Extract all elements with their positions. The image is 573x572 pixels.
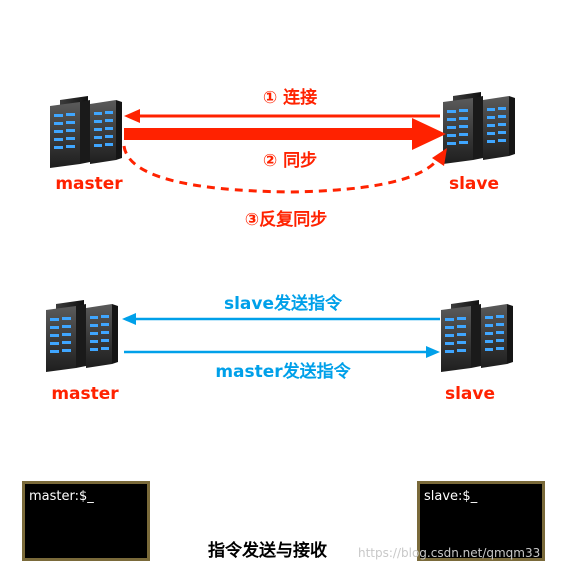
slave-label-top: slave [449,174,499,194]
master-terminal: master:$_ [22,481,150,561]
repeat-sync-arrow-curve [122,145,442,194]
sync-arrowhead [412,118,446,150]
slave-server-icon [443,92,515,164]
master-server-icon-2 [46,300,118,372]
sync-label: ② 同步 [263,150,317,171]
master-label-middle: master [51,384,119,404]
slave-command-label: slave发送指令 [224,293,343,314]
repeat-sync-label: ③反复同步 [245,209,327,230]
connect-arrowhead [124,109,140,123]
slave-command-arrowhead [122,313,136,325]
slave-terminal-prompt: slave:$_ [424,489,478,504]
send-receive-caption: 指令发送与接收 [208,541,327,561]
watermark: https://blog.csdn.net/qmqm33 [358,546,541,560]
slave-label-middle: slave [445,384,495,404]
repeat-sync-arrowhead [432,148,447,166]
master-command-label: master发送指令 [215,361,351,382]
slave-terminal: slave:$_ [417,481,545,561]
master-server-icon [50,96,122,168]
master-terminal-prompt: master:$_ [29,489,94,504]
slave-server-icon-2 [441,300,513,372]
connect-label: ① 连接 [263,87,317,108]
master-label-top: master [55,174,123,194]
master-command-arrowhead [426,346,440,358]
sync-arrow-line [124,128,414,140]
